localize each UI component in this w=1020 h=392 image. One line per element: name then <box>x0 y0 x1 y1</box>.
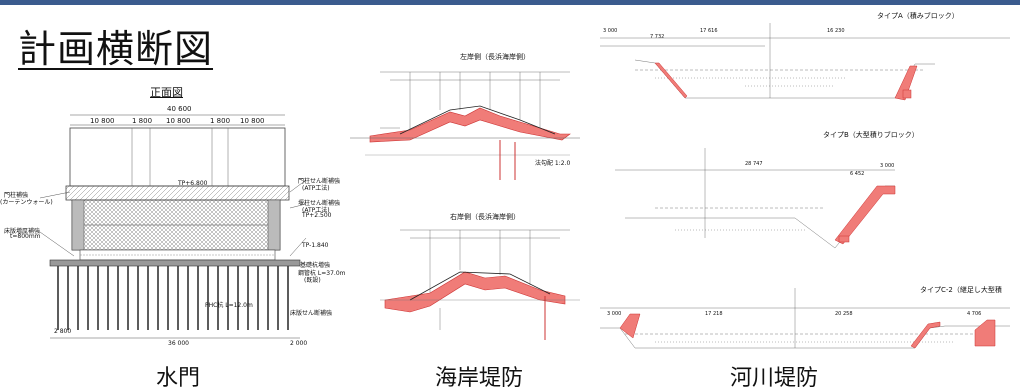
suimon-note-r7: (既設) <box>304 277 321 284</box>
kaigan-upper-sub: 法勾配 1:2.0 <box>535 160 571 167</box>
kasen-dim-a3: 17 616 <box>700 28 718 34</box>
suimon-span-3: 10 800 <box>166 117 191 125</box>
kasen-dim-c2: 17 218 <box>705 311 723 317</box>
suimon-span-4: 1 800 <box>210 117 231 125</box>
suimon-note-r4: (ATP工法) <box>302 207 330 214</box>
kaigan-upper-title: 左岸側（長浜海岸側） <box>460 53 530 61</box>
suimon-tp-top: TP+6.800 <box>178 180 208 187</box>
suimon-note-r3: 堰柱せん断補強 <box>298 200 341 207</box>
kaigan-panel: 左岸側（長浜海岸側） 右岸側（長浜海岸側） 法勾配 1:2.0 <box>340 50 590 350</box>
caption-kasen: 河川堤防 <box>730 366 819 391</box>
kasen-dim-b1: 28 747 <box>745 161 763 167</box>
suimon-drawing <box>39 114 307 339</box>
kasen-dim-b3: 3 000 <box>880 163 895 169</box>
kasen-dim-c1: 3 000 <box>607 311 622 317</box>
suimon-bottom-dim-1: 2 800 <box>54 328 72 335</box>
suimon-note-r6: 鋼管杭 L=37.0m <box>298 270 346 277</box>
caption-kaigan: 海岸堤防 <box>435 366 524 391</box>
suimon-note-r2: (ATP工法) <box>302 185 330 192</box>
suimon-span-5: 10 800 <box>240 117 265 125</box>
kasen-type-c: タイプC-2（継足し大型積 <box>920 286 1002 294</box>
kasen-dim-c3: 20 258 <box>835 311 853 317</box>
suimon-heading: 正面図 <box>150 86 183 99</box>
kaigan-lower-title: 右岸側（長浜海岸側） <box>450 213 520 221</box>
kasen-dim-b2: 6 452 <box>850 171 865 177</box>
kasen-type-b: タイプB（大型積りブロック） <box>823 131 919 139</box>
suimon-bottom-dim-3: 2 000 <box>290 340 308 347</box>
suimon-tp-mid: TP+2.500 <box>302 212 332 219</box>
suimon-tp-low: TP-1.840 <box>302 242 329 249</box>
suimon-note-l1: 門柱補強 <box>4 192 29 199</box>
suimon-pile-note: PHC杭 L=12.0m <box>205 302 253 309</box>
suimon-note-l4: t=800mm <box>10 233 41 240</box>
suimon-panel: 正面図 <box>0 80 345 355</box>
slide-title: 計画横断図 <box>18 27 214 71</box>
suimon-note-l3: 床版増厚補強 <box>4 228 41 235</box>
kasen-type-a: タイプA（積みブロック） <box>877 12 959 20</box>
kasen-panel: タイプA（積みブロック） タイプB（大型積りブロック） タイプC-2（継足し大型… <box>595 8 1020 353</box>
kaigan-drawing <box>350 71 580 340</box>
suimon-note-r8: 床版せん断補強 <box>290 310 333 317</box>
kasen-dim-c4: 4 706 <box>967 311 982 317</box>
kasen-dim-a4: 16 230 <box>827 28 845 34</box>
suimon-note-l2: (カーテンウォール) <box>0 199 53 206</box>
suimon-total-width: 40 600 <box>167 105 192 113</box>
kasen-dim-a1: 3 000 <box>603 28 618 34</box>
suimon-note-r1: 門柱せん断補強 <box>298 178 341 185</box>
caption-suimon: 水門 <box>156 366 201 391</box>
kasen-drawing <box>600 23 1010 349</box>
suimon-note-r5: 基礎杭増強 <box>300 262 331 269</box>
top-accent-bar <box>0 0 1020 5</box>
suimon-span-1: 10 800 <box>90 117 115 125</box>
suimon-bottom-dim-2: 36 000 <box>168 340 189 347</box>
kasen-dim-a2: 7 732 <box>650 34 665 40</box>
suimon-span-2: 1 800 <box>132 117 153 125</box>
